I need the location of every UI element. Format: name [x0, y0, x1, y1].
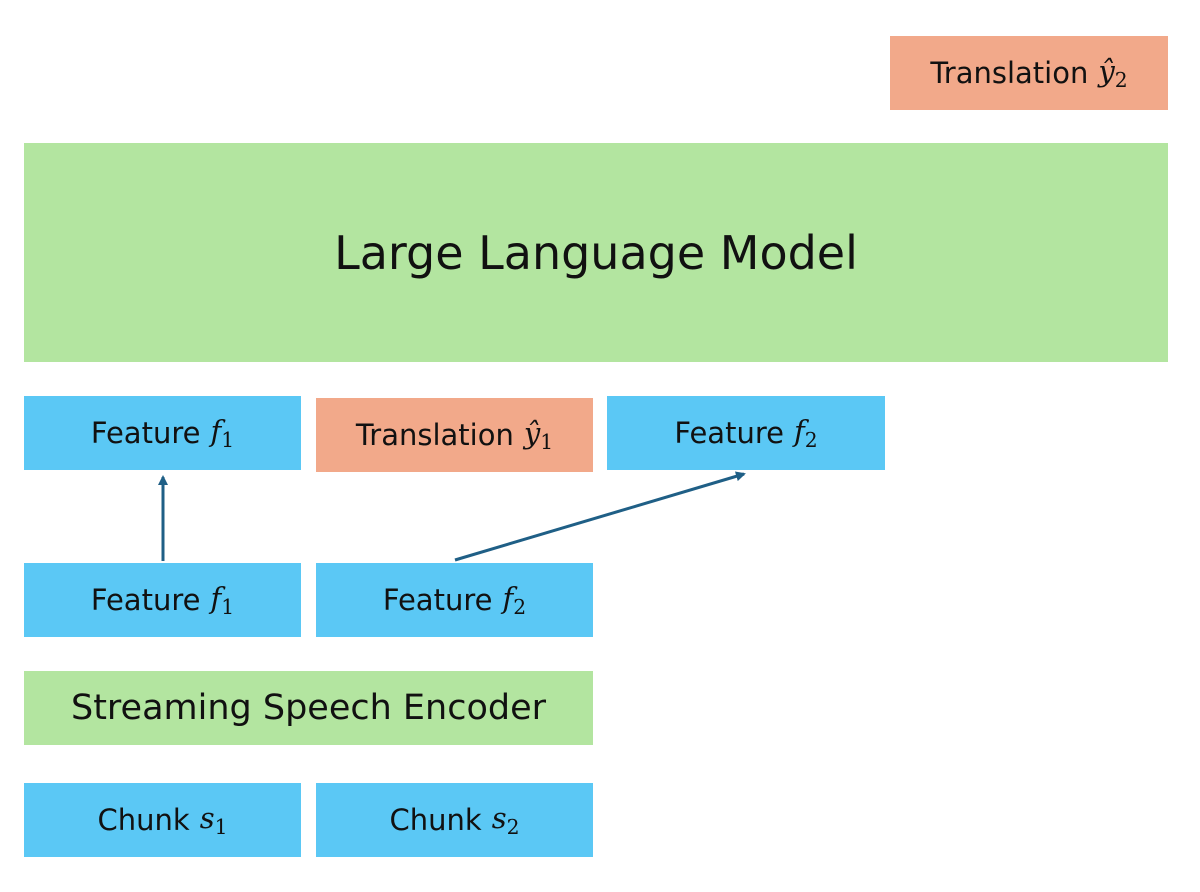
chunk-s1-box: Chunk s1 — [24, 783, 301, 857]
chunk-s1-symbol: s1 — [199, 800, 228, 840]
chunk-s2-box: Chunk s2 — [316, 783, 593, 857]
translation-y1-symbol: ŷ1 — [523, 415, 554, 455]
chunk-s2-symbol: s2 — [491, 800, 520, 840]
feature-f1-upper-symbol: f1 — [210, 413, 235, 453]
translation-y1-box: Translation ŷ1 — [316, 398, 593, 472]
feature-f1-upper-box: Feature f1 — [24, 396, 301, 470]
feature-f2-upper-symbol: f2 — [793, 413, 818, 453]
feature-f2-upper-box: Feature f2 — [607, 396, 885, 470]
streaming-speech-encoder-label: Streaming Speech Encoder — [70, 688, 547, 728]
feature-f1-lower-label: Feature — [90, 583, 201, 617]
feature-f1-lower-box: Feature f1 — [24, 563, 301, 637]
feature-f1-upper-label: Feature — [90, 416, 201, 450]
feature-f2-upper-label: Feature — [674, 416, 784, 450]
chunk-s1-label: Chunk — [97, 803, 190, 837]
feature-f2-lower-box: Feature f2 — [316, 563, 593, 637]
chunk-s2-label: Chunk — [389, 803, 482, 837]
translation-y2-box: Translation ŷ2 — [890, 36, 1168, 110]
feature-f2-lower-symbol: f2 — [502, 580, 527, 620]
translation-y2-symbol: ŷ2 — [1098, 53, 1128, 93]
streaming-speech-encoder-box: Streaming Speech Encoder — [24, 671, 593, 745]
large-language-model-box: Large Language Model — [24, 143, 1168, 362]
translation-y2-label: Translation — [930, 56, 1089, 90]
translation-y1-label: Translation — [355, 418, 514, 452]
large-language-model-label: Large Language Model — [334, 225, 858, 280]
arrow-feature-f2-diagonal — [454, 471, 746, 562]
feature-f1-lower-symbol: f1 — [210, 580, 235, 620]
feature-f2-lower-label: Feature — [382, 583, 493, 617]
